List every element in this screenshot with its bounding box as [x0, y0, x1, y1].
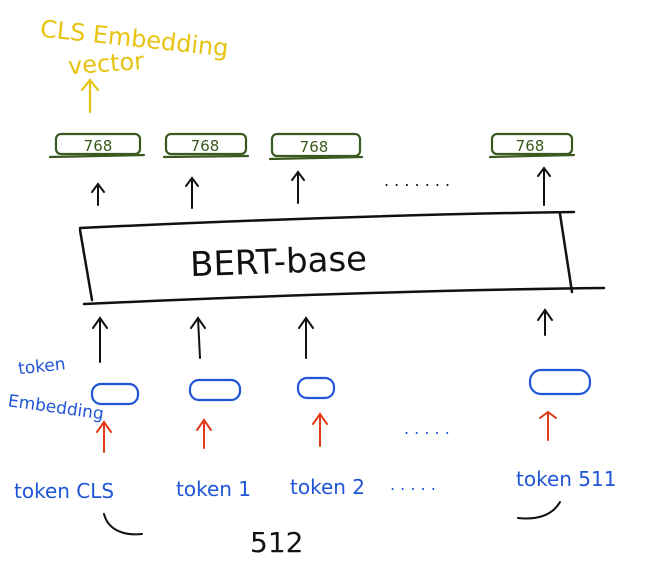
token-embedding-label-line2: Embedding: [7, 391, 105, 424]
output-vector-3: 768: [268, 132, 364, 161]
embedding-box-cls: [90, 382, 140, 406]
bert-base-label: BERT-base: [189, 239, 367, 285]
token-input-arrows: [96, 410, 557, 453]
embedding-box-511: [528, 368, 592, 396]
token-ellipsis: . . . . .: [390, 475, 436, 494]
bert-base-box: [78, 210, 606, 306]
output-dim-3: 768: [300, 138, 329, 156]
embedding-box-2: [296, 376, 336, 400]
output-dim-1: 768: [84, 137, 113, 155]
output-vector-2: 768: [162, 132, 250, 159]
token-embeddings: [90, 368, 592, 406]
embedding-ellipsis: . . . . .: [404, 419, 450, 438]
output-vector-4: 768: [488, 132, 576, 159]
token-511: token 511: [516, 467, 616, 491]
token-1: token 1: [176, 477, 251, 501]
bert-input-arrows: [92, 308, 553, 363]
output-vector-1: 768: [48, 132, 146, 159]
embedding-box-1: [188, 378, 242, 402]
sequence-length-label: 512: [250, 526, 303, 559]
cls-vector-label: vector: [67, 47, 145, 80]
token-embedding-label-line1: token: [17, 354, 66, 379]
sequence-length-brace: [103, 501, 561, 536]
output-dim-4: 768: [516, 137, 545, 155]
token-2: token 2: [290, 475, 365, 499]
output-dim-2: 768: [191, 137, 220, 155]
token-cls: token CLS: [14, 479, 114, 503]
bert-output-arrows: [91, 166, 551, 209]
yellow-up-arrow: [80, 78, 100, 114]
output-ellipsis: . . . . . . .: [384, 171, 450, 190]
